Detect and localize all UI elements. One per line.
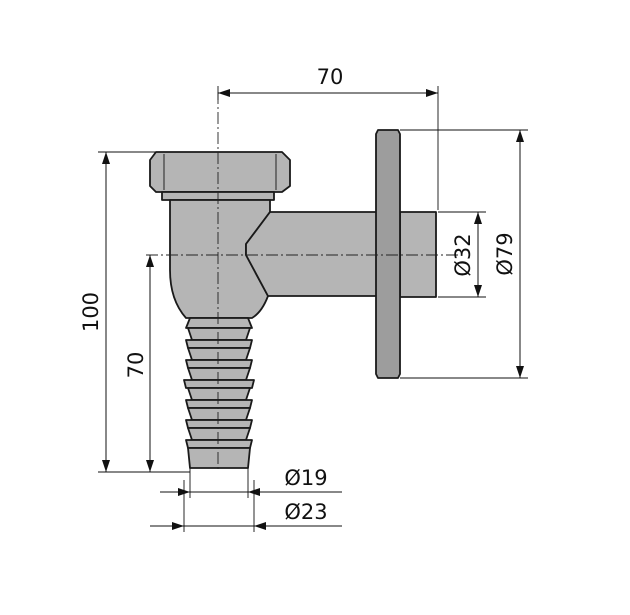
dim-label-axis-height: 70: [124, 352, 148, 379]
dim-label-hose-outer: Ø23: [284, 500, 327, 524]
wall-flange: [375, 129, 401, 379]
dim-axis-height: 70: [124, 255, 154, 472]
dim-hose-outer: Ø23: [150, 480, 342, 532]
dim-total-height: 100: [79, 151, 190, 473]
outlet-pipe: [245, 211, 379, 297]
dim-horizontal-offset: 70: [217, 65, 439, 210]
union-nut: [149, 151, 291, 193]
dim-label-outlet-diameter: Ø32: [451, 233, 475, 276]
fitting-body: [149, 129, 437, 469]
hose-barb: [183, 317, 255, 469]
outlet-spigot: [399, 211, 437, 298]
dim-hose-inner: Ø19: [160, 466, 342, 498]
dim-label-hose-inner: Ø19: [284, 466, 327, 490]
dim-flange-diameter: Ø79: [400, 129, 528, 379]
dim-label-horizontal-offset: 70: [317, 65, 344, 89]
dim-label-total-height: 100: [79, 292, 103, 332]
dim-label-flange-diameter: Ø79: [493, 232, 517, 275]
dim-outlet-diameter: Ø32: [438, 211, 486, 298]
